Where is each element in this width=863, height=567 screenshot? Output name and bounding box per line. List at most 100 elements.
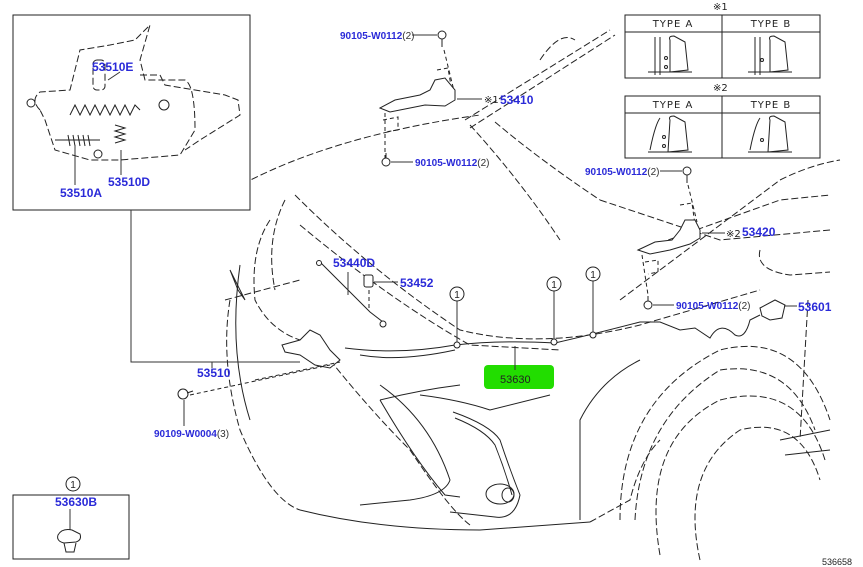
label-53452[interactable]: 53452 xyxy=(400,276,434,290)
type-1a-hole-2 xyxy=(664,65,668,69)
fog-light xyxy=(485,483,515,505)
type-table-2-marker: ※2 xyxy=(713,83,728,94)
type-1a-hole-1 xyxy=(664,56,668,60)
clip-marker-1 xyxy=(449,286,465,302)
type-table-1-marker: ※1 xyxy=(713,2,728,13)
support-rod-end-bottom xyxy=(379,320,387,328)
cowl-edge xyxy=(539,37,576,61)
label-53630b[interactable]: 53630B xyxy=(55,495,97,509)
fog-light-lens xyxy=(501,487,515,503)
latch-slot xyxy=(92,59,106,91)
type-2a-hole-1 xyxy=(662,135,666,139)
spring-53510a xyxy=(55,134,100,147)
intake-upper xyxy=(379,384,461,401)
leader-53510e xyxy=(107,71,121,81)
lock-bolt-head xyxy=(177,388,189,400)
hinge-left-part xyxy=(378,77,456,113)
clip-marker-2 xyxy=(546,276,562,292)
label-53601[interactable]: 53601 xyxy=(798,300,832,314)
label-53510[interactable]: 53510 xyxy=(197,366,231,380)
type-table-1-col-b: TYPE B xyxy=(750,19,792,30)
clip-inset-frame xyxy=(12,494,130,560)
rocker-line xyxy=(779,429,831,441)
latch-inset: 53510E 53510D 53510A xyxy=(12,14,251,211)
bolt-top-left-head xyxy=(437,30,447,40)
label-53630[interactable]: 53630 xyxy=(500,374,531,386)
windshield-line-1 xyxy=(464,29,611,121)
hood-lock-part xyxy=(281,329,341,369)
type-2a-sketch xyxy=(648,115,692,153)
type-2a-hole-2 xyxy=(662,144,666,148)
bumper-side-edge xyxy=(579,359,641,520)
hood-front-left-2 xyxy=(271,199,286,291)
cable-highlight xyxy=(484,365,554,389)
hood-side-crease xyxy=(469,124,561,241)
clip-part-stem xyxy=(63,542,77,553)
fender-top-line-3 xyxy=(619,159,841,301)
car-body-outline xyxy=(199,29,841,561)
clip-point-1 xyxy=(453,341,461,349)
rocker-line-2 xyxy=(784,449,831,456)
reference-number: 536658 xyxy=(822,557,852,567)
latch-mount-hole-bottom xyxy=(93,149,103,159)
marker-53420: ※2 xyxy=(726,229,741,240)
label-bolt-top-left[interactable]: 90105-W0112(2) xyxy=(340,31,415,42)
latch-lever xyxy=(140,74,241,151)
label-bolt-mid-left[interactable]: 90105-W0112(2) xyxy=(415,158,490,169)
label-bolt-mid-right[interactable]: 90105-W0112(2) xyxy=(676,301,751,312)
bumper-left-edge xyxy=(226,299,301,511)
fender-top-line xyxy=(599,199,831,241)
type-1b-sketch xyxy=(748,35,792,75)
bumper-bottom xyxy=(299,509,591,531)
bolt-mid-left-head xyxy=(381,157,391,167)
clip-marker-3 xyxy=(585,266,601,282)
left-hinge-assembly: 90105-W0112(2) ※1 53410 90105-W0112(2) xyxy=(340,30,534,169)
type-table-2: ※2 TYPE A TYPE B xyxy=(624,83,821,159)
bolt-top-right-head xyxy=(682,166,692,176)
clip-inset-marker-text: 1 xyxy=(70,480,76,491)
label-90109-w0004[interactable]: 90109-W0004(3) xyxy=(154,429,229,440)
label-53440d[interactable]: 53440D xyxy=(333,256,375,270)
label-bolt-top-right[interactable]: 90105-W0112(2) xyxy=(585,167,660,178)
fender-top-line-2 xyxy=(639,194,831,251)
latch-mount-hole-left xyxy=(26,98,36,108)
wheel-arch-outer xyxy=(619,345,831,521)
hinge-guide-box-mid xyxy=(382,116,399,133)
right-hinge-assembly: 90105-W0112(2) ※2 53420 90105-W0112(2) xyxy=(585,166,776,312)
tire-outer xyxy=(655,395,826,556)
marker-53410: ※1 xyxy=(484,95,499,106)
support-rod-end-top xyxy=(316,260,322,266)
support-rod xyxy=(319,261,384,323)
mirror-base xyxy=(758,249,831,276)
label-53510d[interactable]: 53510D xyxy=(108,175,150,189)
type-1b-hole xyxy=(760,58,764,62)
spring-main xyxy=(69,103,141,117)
type-table-1-col-a: TYPE A xyxy=(652,19,694,30)
label-53510a[interactable]: 53510A xyxy=(60,186,102,200)
foglight-surround-outer xyxy=(449,411,521,518)
clip-marker-1-text: 1 xyxy=(454,290,460,301)
foglight-surround-inner xyxy=(454,417,513,496)
latch-mount-hole-right xyxy=(158,99,170,111)
rod-holder-part xyxy=(363,274,374,288)
release-handle-part xyxy=(759,299,786,321)
windshield-line-2 xyxy=(469,34,616,129)
hood-lower-edge xyxy=(299,224,561,351)
spring-53510d xyxy=(113,124,127,144)
bolt-guide-mid-right xyxy=(641,254,649,296)
clip-inset-marker xyxy=(65,476,81,492)
clip-part xyxy=(57,529,81,544)
label-53420[interactable]: 53420 xyxy=(742,225,776,239)
headlight-lower xyxy=(419,394,551,411)
lock-bolt-guide-2 xyxy=(254,361,341,381)
grille-edge xyxy=(235,264,251,421)
label-53510e[interactable]: 53510E xyxy=(92,60,133,74)
hinge-right-part xyxy=(636,219,701,255)
hood-lock-assembly: 53510 90109-W0004(3) xyxy=(154,329,341,440)
clip-marker-2-text: 1 xyxy=(551,280,557,291)
label-53410[interactable]: 53410 xyxy=(500,93,534,107)
lock-bolt-shank xyxy=(186,390,194,394)
type-2b-hole xyxy=(760,138,764,142)
clip-point-3 xyxy=(589,331,597,339)
